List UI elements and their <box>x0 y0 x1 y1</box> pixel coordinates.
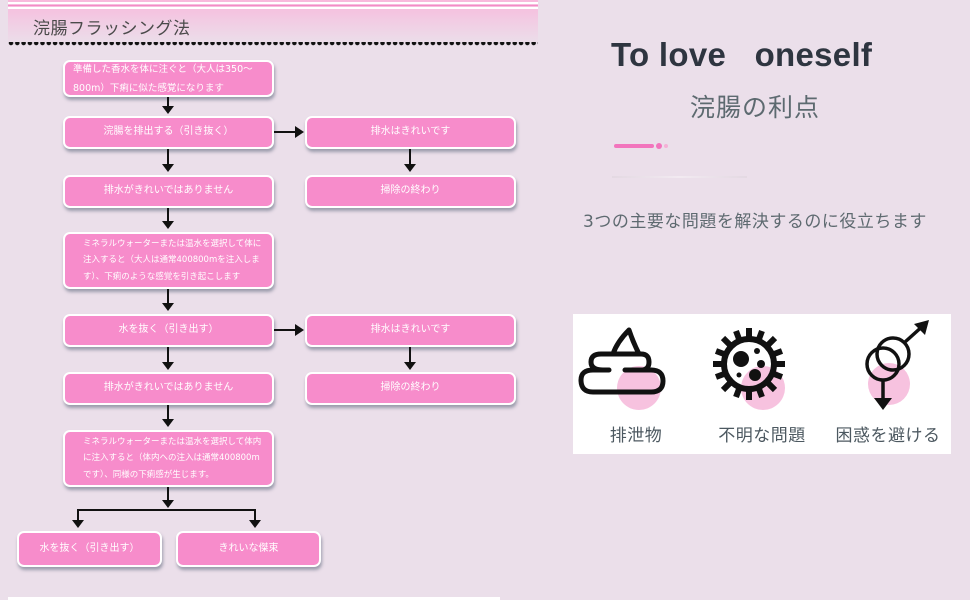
arrow-down-icon <box>162 362 174 370</box>
header-stripe <box>8 7 538 9</box>
connector-line <box>77 509 79 521</box>
bottom-divider <box>8 597 500 600</box>
arrow-down-icon <box>162 106 174 114</box>
benefits-card: 排泄物 <box>573 314 951 454</box>
section-title: 浣腸フラッシング法 <box>33 19 191 39</box>
connector-line <box>409 347 411 363</box>
connector-line <box>167 347 169 363</box>
connector-line <box>274 329 296 331</box>
arrow-down-icon <box>162 419 174 427</box>
arrow-right-icon <box>295 324 304 336</box>
flow-step-clean: 排水はきれいです <box>305 314 516 347</box>
flow-step-inject-again: ミネラルウォーターまたは温水を選択して体内に注入すると（体内への注入は通常400… <box>63 430 274 487</box>
connector-line <box>167 97 169 107</box>
benefit-item: 困惑を避ける <box>825 314 951 454</box>
connector-line <box>167 405 169 420</box>
arrow-down-icon <box>249 520 261 528</box>
benefit-label: 困惑を避ける <box>835 426 941 446</box>
connector-line <box>167 487 169 501</box>
connector-line <box>167 149 169 165</box>
arrow-down-icon <box>72 520 84 528</box>
connector-line <box>167 208 169 222</box>
benefits-tagline: 3つの主要な問題を解決するのに役立ちます <box>583 212 927 232</box>
benefit-item: 排泄物 <box>573 314 699 454</box>
decorative-dot <box>656 143 662 149</box>
flow-step-not-clean: 排水がきれいではありません <box>63 175 274 208</box>
flow-step-prepare: 準備した香水を体に注ぐと（大人は350〜800m）下痢に似た感覚になります <box>63 60 274 97</box>
flow-step-expel: 浣腸を排出する（引き抜く） <box>63 116 274 149</box>
flow-step-not-clean: 排水がきれいではありません <box>63 372 274 405</box>
connector-line <box>274 131 296 133</box>
arrow-down-icon <box>162 500 174 508</box>
benefit-label: 排泄物 <box>609 426 663 446</box>
header-stripe <box>8 5 538 6</box>
connector-line <box>167 289 169 304</box>
arrow-down-icon <box>162 164 174 172</box>
arrow-down-icon <box>162 221 174 229</box>
decorative-faint-line <box>612 176 747 178</box>
flow-step-end: 掃除の終わり <box>305 175 516 208</box>
flow-step-expel-water-final: 水を抜く（引き出す） <box>17 531 162 567</box>
flow-step-expel-water: 水を抜く（引き出す） <box>63 314 274 347</box>
header-stripe <box>8 2 538 4</box>
gender-symbol-icon <box>865 320 929 410</box>
flow-step-clean-result: きれいな傑束 <box>176 531 321 567</box>
arrow-down-icon <box>162 303 174 311</box>
section-header-band <box>8 0 538 44</box>
flow-step-clean: 排水はきれいです <box>305 116 516 149</box>
connector-line <box>254 509 256 521</box>
connector-line <box>77 509 256 511</box>
decorative-accent-line <box>614 144 654 148</box>
flow-step-inject: ミネラルウォーターまたは温水を選択して体に注入すると（大人は通常400800mを… <box>63 232 274 289</box>
germ-icon <box>713 328 785 410</box>
heart-border-divider <box>8 42 538 48</box>
decorative-dot <box>664 144 668 148</box>
connector-line <box>409 149 411 165</box>
flow-step-end: 掃除の終わり <box>305 372 516 405</box>
flowchart-panel: 浣腸フラッシング法 準備した香水を体に注ぐと（大人は350〜800m）下痢に似た… <box>8 0 538 600</box>
arrow-down-icon <box>404 164 416 172</box>
poop-icon <box>578 327 666 410</box>
brand-subtitle: 浣腸の利点 <box>690 93 821 122</box>
arrow-down-icon <box>404 362 416 370</box>
benefit-item: 不明な問題 <box>699 314 825 454</box>
benefit-label: 不明な問題 <box>718 426 806 446</box>
arrow-right-icon <box>295 126 304 138</box>
brand-title: To love oneself <box>611 36 873 73</box>
